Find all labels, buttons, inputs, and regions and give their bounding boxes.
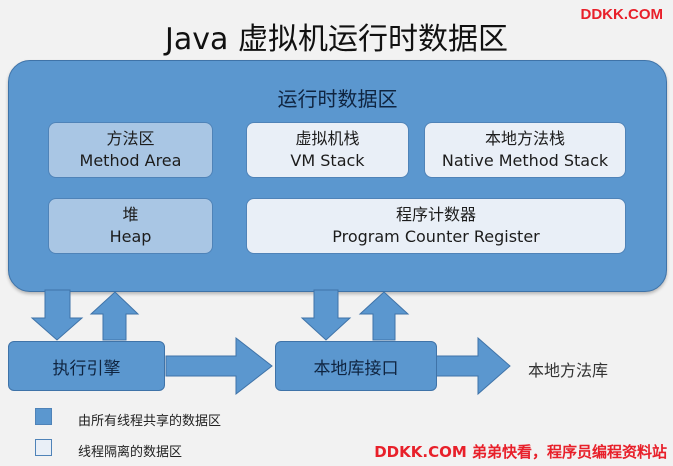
arrow-right-native-library [435, 336, 511, 396]
legend-shared-swatch [35, 408, 52, 425]
arrow-right-engine [165, 336, 273, 396]
legend-shared-label: 由所有线程共享的数据区 [78, 414, 222, 429]
heap-box: 堆 Heap [48, 198, 213, 254]
heap-en: Heap [109, 227, 152, 246]
native-interface-label: 本地库接口 [313, 358, 399, 379]
arrow-down-right [300, 289, 352, 341]
footer-watermark: DDKK.COM 弟弟快看，程序员编程资料站 [374, 443, 667, 461]
heap-cn: 堆 [122, 205, 139, 224]
vm-stack-box: 虚拟机栈 VM Stack [246, 122, 409, 178]
native-interface-box: 本地库接口 [275, 341, 437, 391]
runtime-data-area-label: 运行时数据区 [277, 87, 398, 111]
native-library-label: 本地方法库 [528, 361, 609, 380]
diagram-title: Java 虚拟机运行时数据区 [165, 22, 508, 57]
method-area-cn: 方法区 [106, 129, 155, 148]
legend-private-swatch [35, 439, 52, 456]
execution-engine-box: 执行引擎 [8, 341, 165, 391]
arrow-down-left [30, 289, 84, 341]
native-method-stack-cn: 本地方法栈 [484, 129, 565, 148]
runtime-data-area: 运行时数据区 方法区 Method Area 虚拟机栈 VM Stack 本地方… [8, 60, 667, 292]
vm-stack-en: VM Stack [290, 151, 365, 170]
legend-private-label: 线程隔离的数据区 [78, 445, 183, 460]
program-counter-en: Program Counter Register [332, 227, 540, 246]
native-method-stack-box: 本地方法栈 Native Method Stack [424, 122, 626, 178]
method-area-box: 方法区 Method Area [48, 122, 213, 178]
native-method-stack-en: Native Method Stack [441, 151, 609, 170]
brand-watermark: DDKK.COM [580, 6, 664, 23]
program-counter-box: 程序计数器 Program Counter Register [246, 198, 626, 254]
program-counter-cn: 程序计数器 [395, 205, 476, 224]
arrow-up-right [358, 291, 410, 341]
arrow-up-left [89, 291, 140, 341]
execution-engine-label: 执行引擎 [52, 358, 121, 379]
method-area-en: Method Area [79, 151, 182, 170]
vm-stack-cn: 虚拟机栈 [295, 129, 360, 148]
